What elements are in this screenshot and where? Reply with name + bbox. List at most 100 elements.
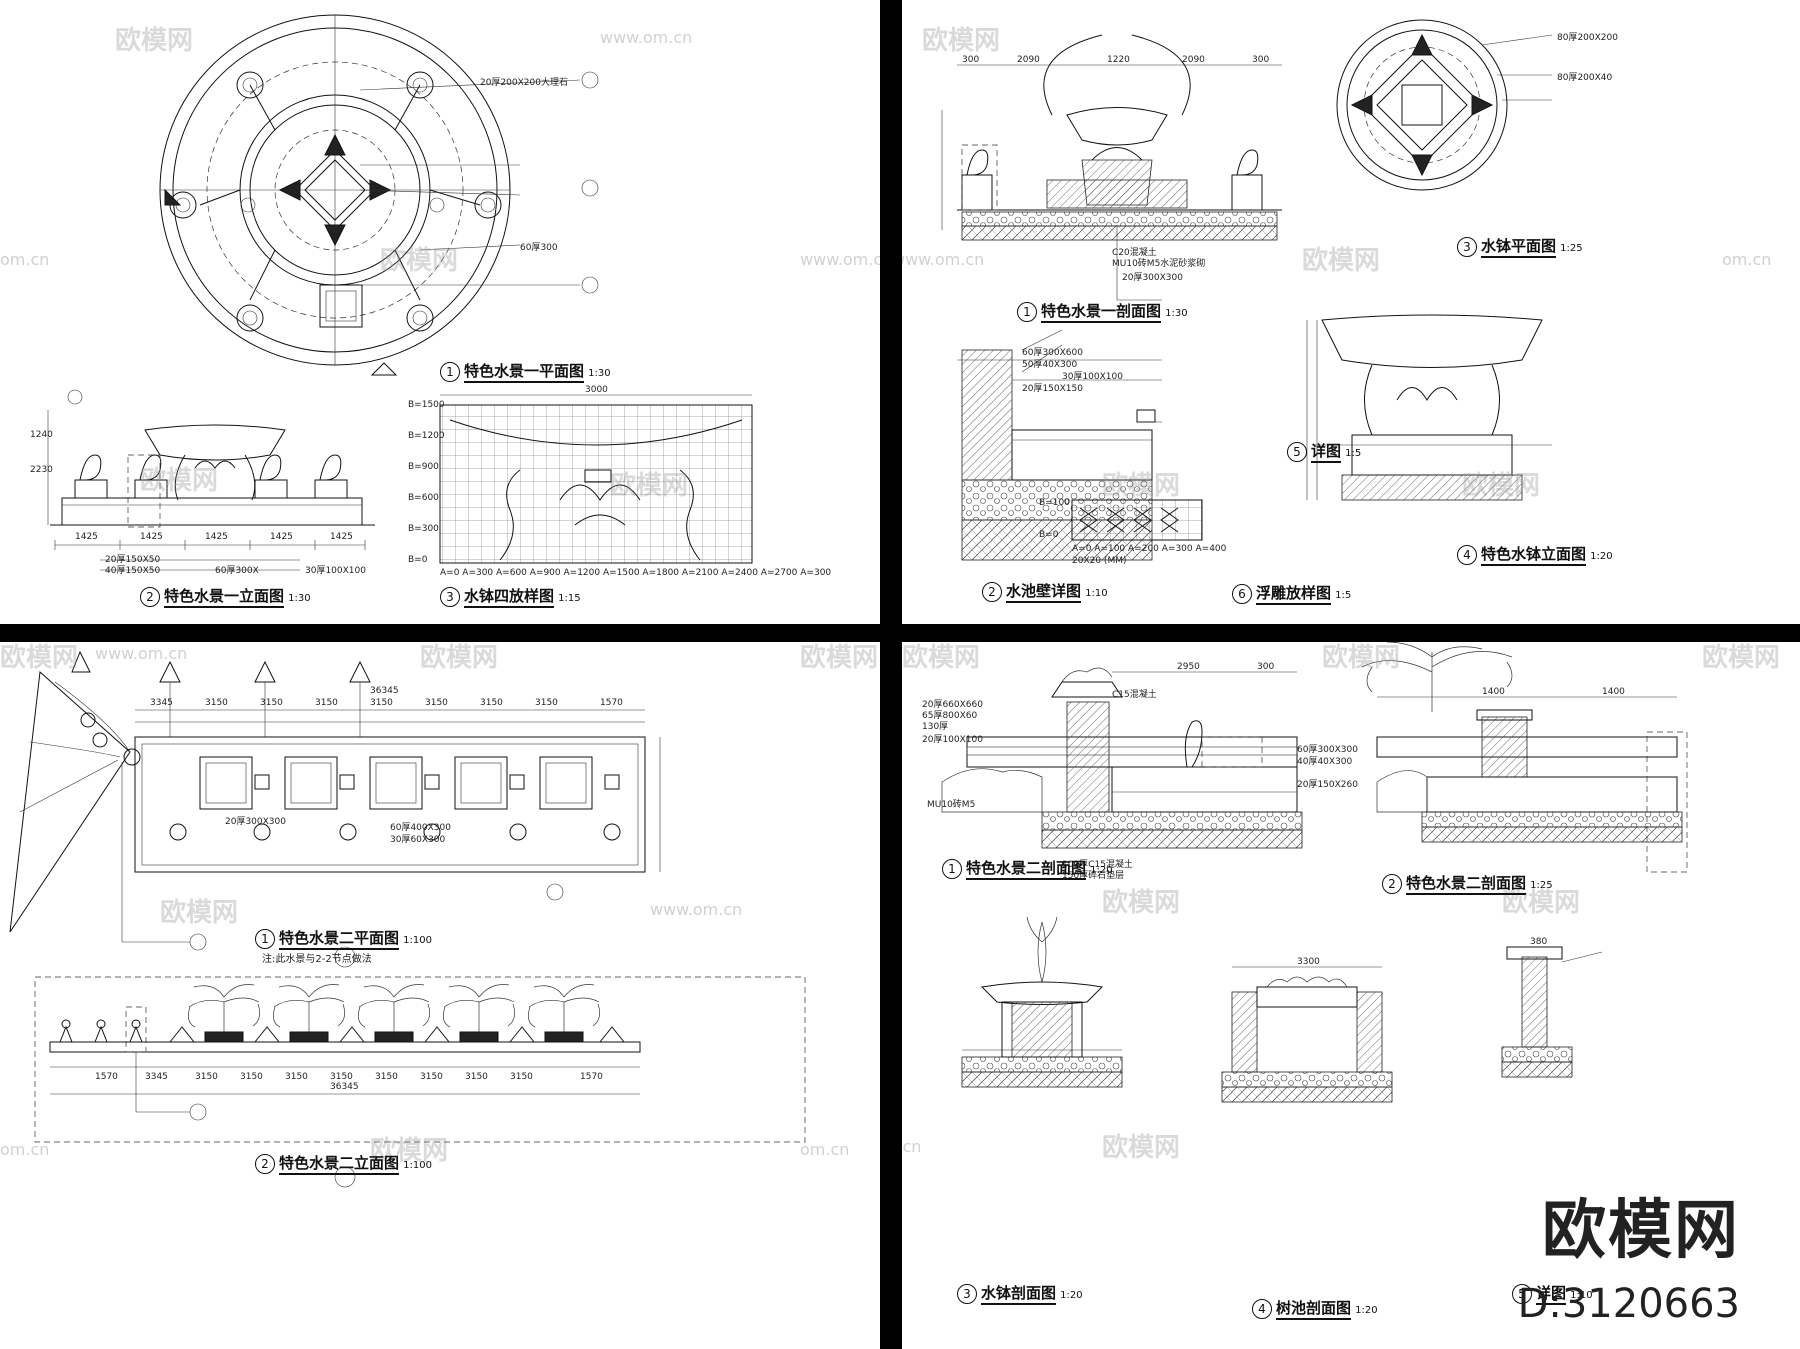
dimension: 3150 bbox=[425, 698, 448, 708]
note: 50厚40X300 bbox=[1022, 360, 1078, 370]
basin-elevation-view bbox=[1306, 314, 1552, 501]
fountain-section-view bbox=[941, 34, 1282, 301]
note: 20厚300X300 bbox=[1122, 273, 1183, 283]
note: 100厚C15混凝土 bbox=[1062, 860, 1133, 870]
dimension: 3150 bbox=[510, 1072, 533, 1082]
dimension: 1400 bbox=[1482, 687, 1505, 697]
basin-plan-view bbox=[1336, 19, 1553, 191]
model-id: D:3120663 bbox=[1517, 1281, 1740, 1327]
dimension: 3150 bbox=[315, 698, 338, 708]
note: MU10砖M5 bbox=[927, 800, 976, 810]
dimension: 2950 bbox=[1177, 662, 1200, 672]
dimension: 3150 bbox=[480, 698, 503, 708]
watermark-logo: 欧模网 bbox=[1502, 888, 1581, 918]
drawing-sheet-fountain-2-details: 欧模网 欧模网 欧模网 欧模网 欧模网 欧模网 om.cn 2950 300 1… bbox=[902, 642, 1800, 1349]
basin-layout-grid bbox=[439, 394, 753, 564]
panel2-linework bbox=[941, 19, 1553, 561]
watermark-url: www.om.cn bbox=[600, 28, 693, 47]
note: MU10砖M5水泥砂浆砌 bbox=[1112, 259, 1206, 269]
dimension-total: 36345 bbox=[370, 686, 399, 696]
detail-5-section bbox=[1501, 946, 1603, 1078]
grid-label-b: B=1200 bbox=[408, 431, 445, 441]
note: 20X20 (MM) bbox=[1072, 556, 1127, 566]
watermark-url: om.cn bbox=[902, 1137, 922, 1156]
note: 20厚100X100 bbox=[922, 735, 983, 745]
note: 60厚300 bbox=[520, 243, 558, 253]
watermark-logo: 欧模网 bbox=[800, 643, 879, 673]
tree-pit-section bbox=[1221, 966, 1393, 1103]
fountain-2-section-1 bbox=[941, 667, 1303, 849]
dimension-total: 36345 bbox=[330, 1082, 359, 1092]
brand-logo-text: 欧模网 bbox=[1542, 1194, 1740, 1268]
dimension: 1425 bbox=[140, 532, 163, 542]
grid-label-b: B=900 bbox=[408, 462, 439, 472]
dimension: 3150 bbox=[205, 698, 228, 708]
watermark-url: om.cn bbox=[800, 1140, 850, 1159]
dimension: 2230 bbox=[30, 465, 53, 475]
basin-section bbox=[961, 916, 1123, 1088]
watermark-url: om.cn bbox=[0, 1140, 50, 1159]
dimension: 1425 bbox=[75, 532, 98, 542]
note: 30厚60X300 bbox=[390, 835, 446, 845]
drawing-sheet-fountain-1: 欧模网 www.om.cn 欧模网 om.cn www.om.cn 欧模网 欧模… bbox=[0, 0, 880, 624]
fountain-2-section-2 bbox=[1361, 642, 1688, 873]
dimension: 1240 bbox=[30, 430, 53, 440]
watermark-logo: 欧模网 bbox=[922, 26, 1001, 56]
dimension: 300 bbox=[962, 55, 980, 65]
grid-label-b: B=100 bbox=[1039, 498, 1070, 508]
dimension: 3150 bbox=[195, 1072, 218, 1082]
dimension: 300 bbox=[1252, 55, 1270, 65]
note: 20厚150X150 bbox=[1022, 384, 1083, 394]
watermark-logo: 欧模网 bbox=[1302, 246, 1381, 276]
relief-layout-grid bbox=[1071, 499, 1203, 541]
dimension: 1220 bbox=[1107, 55, 1130, 65]
note: 80厚200X200 bbox=[1557, 33, 1618, 43]
note: 65厚800X60 bbox=[922, 711, 978, 721]
note: 40厚150X50 bbox=[105, 566, 161, 576]
dimension: 1425 bbox=[330, 532, 353, 542]
dimension: 3150 bbox=[375, 1072, 398, 1082]
watermark-logo: 欧模网 bbox=[902, 643, 981, 673]
note: 130厚 bbox=[922, 722, 949, 732]
dimension: 2090 bbox=[1017, 55, 1040, 65]
watermark-logo: 欧模网 bbox=[1102, 471, 1181, 501]
watermark-url: www.om.cn bbox=[650, 900, 743, 919]
watermark-logo: 欧模网 bbox=[1702, 643, 1781, 673]
dimension: 3150 bbox=[535, 698, 558, 708]
fountain-elevation-view bbox=[47, 389, 375, 571]
panel4-linework bbox=[941, 642, 1688, 1103]
watermark-logo: 欧模网 bbox=[1322, 643, 1401, 673]
pool-wall-detail bbox=[957, 329, 1162, 561]
note: 20厚200X200大理石 bbox=[480, 78, 568, 88]
dimension: 1570 bbox=[600, 698, 623, 708]
dimension: 3150 bbox=[240, 1072, 263, 1082]
watermark-logo: 欧模网 bbox=[370, 1136, 449, 1166]
watermark-logo: 欧模网 bbox=[160, 898, 239, 928]
detail-5 bbox=[1136, 409, 1162, 423]
watermark-url: www.om.cn bbox=[95, 644, 188, 663]
watermark-url: www.om.cn bbox=[902, 250, 985, 269]
dimension: 3150 bbox=[330, 1072, 353, 1082]
grid-label-a: A=0 A=100 A=200 A=300 A=400 bbox=[1072, 544, 1227, 554]
grid-label-b: B=1500 bbox=[408, 400, 445, 410]
dimension: 3150 bbox=[420, 1072, 443, 1082]
watermark-logo: 欧模网 bbox=[1102, 1133, 1181, 1163]
dimension: 3345 bbox=[150, 698, 173, 708]
note: 60厚300X600 bbox=[1022, 348, 1083, 358]
watermark-logo: 欧模网 bbox=[0, 643, 79, 673]
panel3-linework bbox=[9, 650, 806, 1188]
panel1-linework bbox=[47, 14, 753, 571]
watermark-logo: 欧模网 bbox=[420, 643, 499, 673]
note: 60厚300X bbox=[215, 566, 259, 576]
watermark-url: www.om.cn bbox=[800, 250, 880, 269]
watermark-url: om.cn bbox=[0, 250, 50, 269]
